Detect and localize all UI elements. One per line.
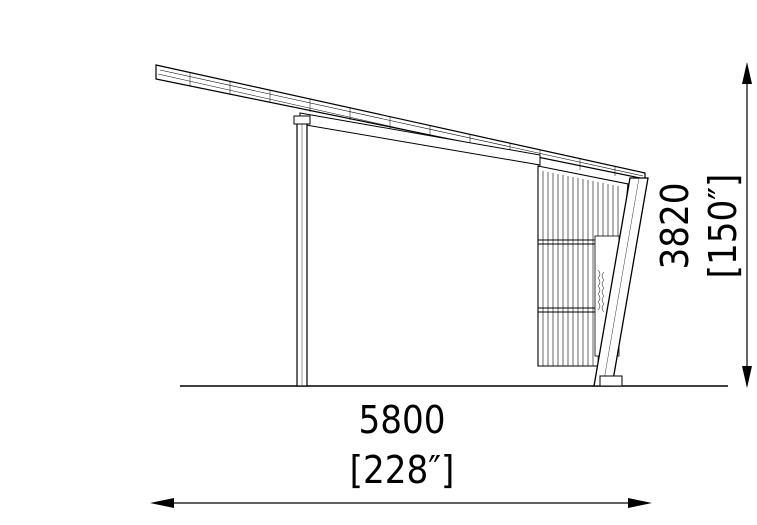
height-in-label: [150″] (701, 174, 745, 279)
width-dimension (150, 498, 652, 508)
height-mm-label: 3820 (653, 183, 697, 270)
rear-angled-post (593, 177, 649, 387)
width-in-label: [228″] (350, 448, 455, 492)
height-arrow-top (742, 62, 752, 84)
width-mm-label: 5800 (359, 398, 446, 442)
width-arrow-left (150, 498, 174, 508)
width-arrow-right (628, 498, 652, 508)
front-post (293, 115, 311, 387)
roof-canopy (155, 64, 646, 180)
height-arrow-bottom (742, 366, 752, 388)
height-dimension (742, 62, 752, 388)
